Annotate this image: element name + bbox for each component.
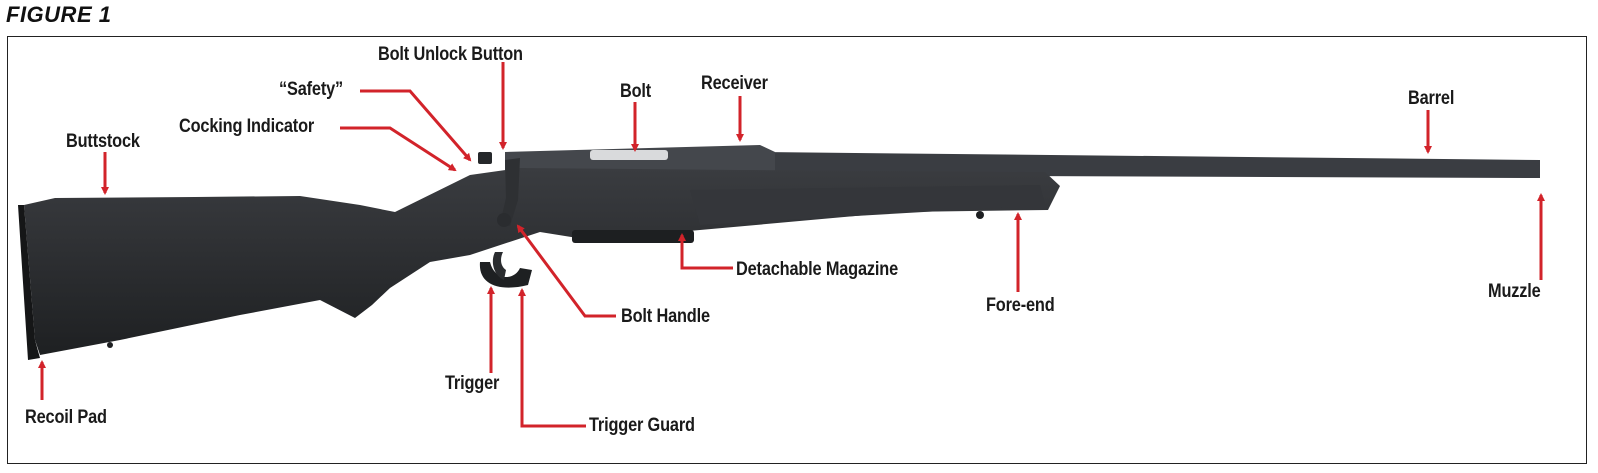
label-trigger-guard: Trigger Guard [589,415,695,436]
label-detachable-magazine: Detachable Magazine [736,259,899,280]
label-bolt-handle: Bolt Handle [621,306,710,327]
bolt-handle-arrow [516,224,616,318]
label-cocking-indicator: Cocking Indicator [179,116,315,137]
trigger-guard-arrow [518,288,586,428]
label-bolt: Bolt [620,81,652,102]
recoil-pad-shape [18,205,40,360]
label-trigger: Trigger [445,373,500,394]
label-bolt-unlock-button: Bolt Unlock Button [378,44,523,65]
label-fore-end: Fore-end [986,295,1055,316]
label-buttstock: Buttstock [66,131,140,152]
label-recoil-pad: Recoil Pad [25,407,107,428]
figure-title: FIGURE 1 [6,2,112,27]
safety-arrow [360,89,472,162]
rifle-illustration [18,145,1540,360]
receiver-shape [505,145,775,176]
cocking-indicator-arrow [340,126,457,172]
label-safety: “Safety” [279,79,344,100]
trigger-guard-shape [479,262,532,288]
bolt-handle-shape [500,158,520,226]
label-receiver: Receiver [701,73,768,94]
figure-frame [7,36,1587,464]
magazine-shape [572,230,694,243]
label-barrel: Barrel [1408,88,1455,109]
label-muzzle: Muzzle [1488,281,1541,302]
detachable-magazine-arrow [678,233,733,270]
callout-arrows [38,62,1545,428]
